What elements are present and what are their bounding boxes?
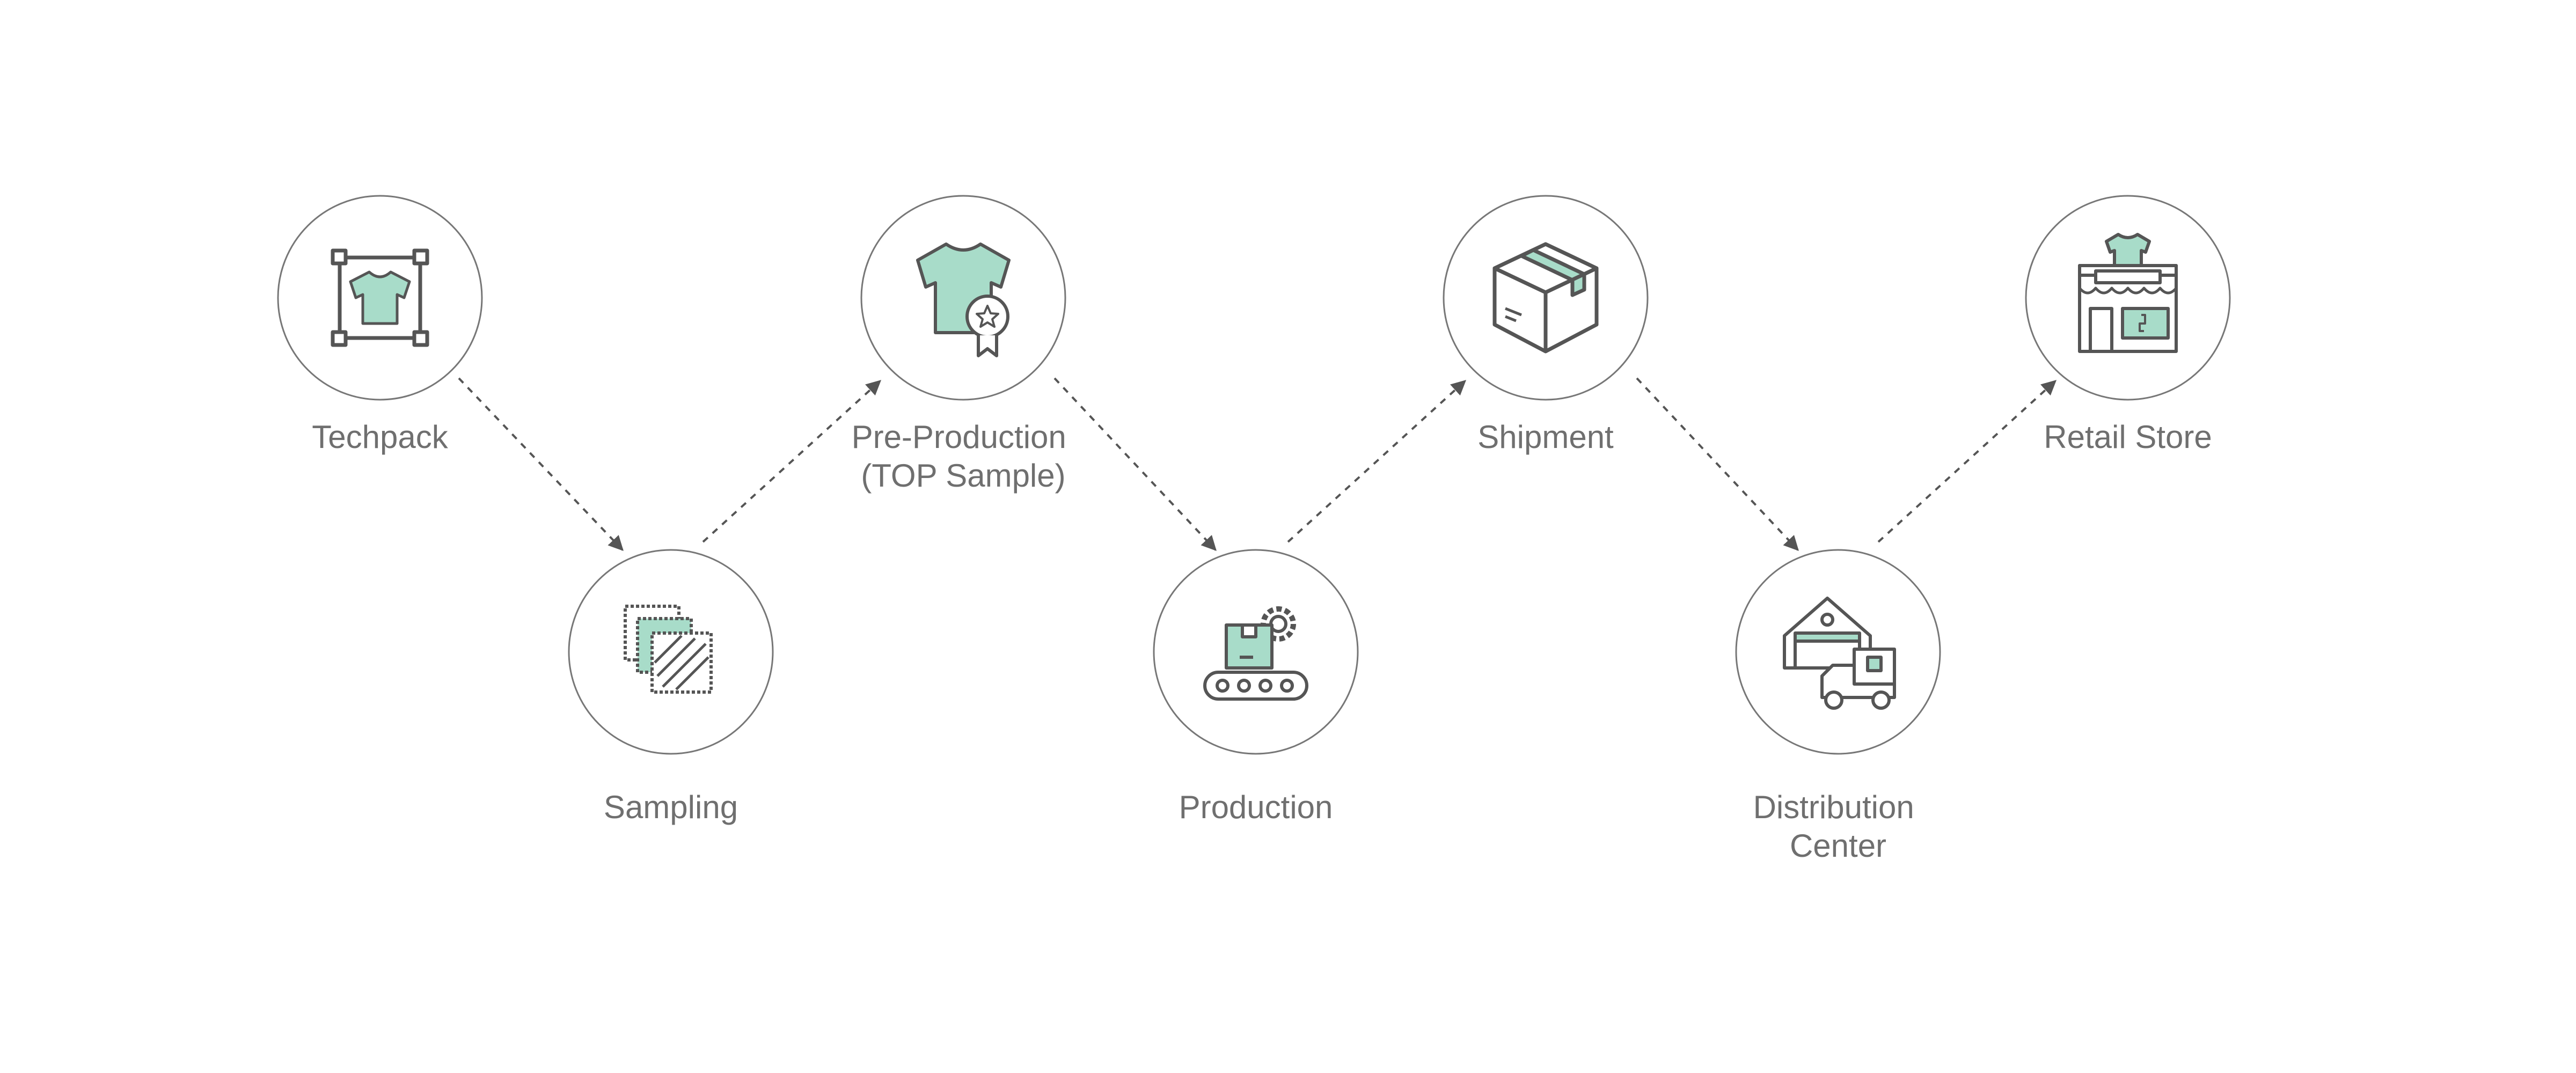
step-retail-store: Retail Store: [2025, 195, 2231, 455]
step-production: Production: [1153, 549, 1359, 825]
store-icon: [2078, 233, 2178, 353]
box-icon: [1492, 242, 1599, 354]
step-circle: [860, 195, 1066, 401]
step-label-line: Sampling: [604, 789, 738, 825]
step-sampling: Sampling: [568, 549, 774, 825]
connectors: [458, 377, 2057, 552]
fabric-swatches-icon: [624, 605, 713, 694]
arrow-production-to-shipment: [1287, 380, 1467, 543]
arrow-distribution-to-retail: [1877, 380, 2057, 543]
warehouse-truck-icon: [1783, 597, 1896, 710]
step-circle: [1443, 195, 1649, 401]
step-label-line: Shipment: [1477, 419, 1614, 455]
step-label-line: Production: [1179, 789, 1333, 825]
arrow-techpack-to-sampling: [458, 377, 624, 552]
step-label-line: Techpack: [312, 419, 448, 455]
step-label: Techpack: [312, 419, 448, 455]
conveyor-gear-icon: [1203, 606, 1308, 701]
step-distribution-center: Distribution Center: [1735, 549, 1941, 864]
arrow-sampling-to-preproduction: [702, 380, 882, 543]
step-label-line: Distribution: [1753, 789, 1914, 825]
step-circle: [2025, 195, 2231, 401]
step-label-line: Center: [1790, 828, 1886, 864]
step-label: Retail Store: [2044, 419, 2212, 455]
step-pre-production: Pre-Production (TOP Sample): [852, 195, 1075, 494]
arrow-shipment-to-distribution: [1636, 377, 1799, 552]
step-label: Production: [1179, 789, 1333, 825]
step-techpack: Techpack: [277, 195, 483, 455]
step-circle: [1153, 549, 1359, 755]
step-label: Distribution Center: [1753, 789, 1923, 864]
techpack-icon: [331, 248, 429, 347]
arrow-preproduction-to-production: [1053, 377, 1217, 552]
step-label: Sampling: [604, 789, 738, 825]
step-circle: [1735, 549, 1941, 755]
step-label: Pre-Production (TOP Sample): [852, 419, 1075, 494]
tshirt-award-icon: [916, 242, 1011, 357]
step-label-line: (TOP Sample): [861, 458, 1065, 494]
step-label-line: Retail Store: [2044, 419, 2212, 455]
step-shipment: Shipment: [1443, 195, 1649, 455]
step-label-line: Pre-Production: [852, 419, 1066, 455]
step-circle: [568, 549, 774, 755]
step-label: Shipment: [1477, 419, 1614, 455]
step-circle: [277, 195, 483, 401]
